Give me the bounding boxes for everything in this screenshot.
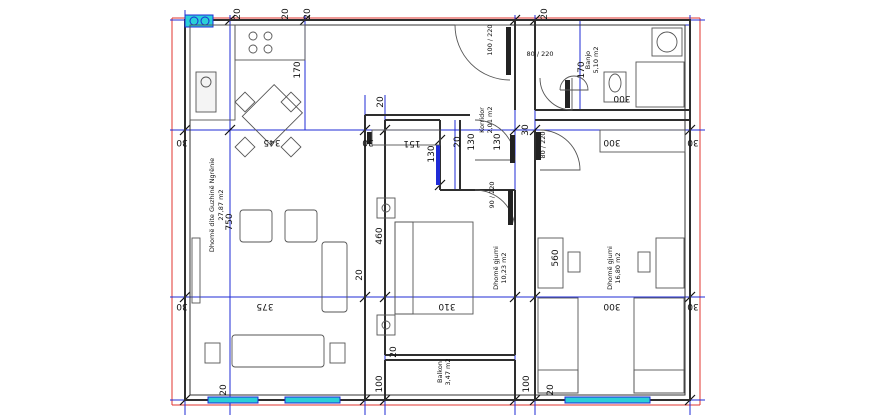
dim-20c: 20 bbox=[303, 8, 313, 20]
dim-30b: 30 bbox=[362, 137, 374, 147]
dim-345: 345 bbox=[263, 137, 280, 147]
balcony-name: Balkon bbox=[436, 361, 444, 383]
windows bbox=[184, 14, 651, 404]
bed1-area: 10,23 m2 bbox=[500, 252, 508, 283]
dim-30d: 30 bbox=[687, 137, 699, 147]
door-90-220: 90 / 220 bbox=[488, 182, 496, 209]
corridor-area: 2,01 m2 bbox=[486, 106, 494, 133]
door-100-220: 100 / 220 bbox=[486, 24, 494, 55]
doors bbox=[367, 24, 581, 231]
bedroom-2-furniture bbox=[537, 129, 686, 394]
balcony-area: 3,47 m2 bbox=[444, 358, 452, 385]
door-80-220-bed2: 80 / 220 bbox=[539, 132, 547, 159]
dim-20i: 20 bbox=[219, 384, 229, 396]
dim-300b: 300 bbox=[603, 301, 620, 311]
dim-20d: 20 bbox=[540, 8, 550, 20]
dim-30f: 30 bbox=[687, 301, 699, 311]
dim-20a: 20 bbox=[233, 8, 243, 20]
dim-170a: 170 bbox=[293, 61, 303, 78]
dim-750: 750 bbox=[225, 213, 235, 230]
dim-130c: 130 bbox=[493, 133, 503, 150]
dimension-labels: 20 20 20 20 170 170 20 30 345 30 151 130… bbox=[176, 8, 699, 396]
bath-name: Banjo bbox=[584, 51, 592, 69]
dim-151: 151 bbox=[403, 138, 420, 148]
dim-20f: 20 bbox=[453, 136, 463, 148]
bed2-name: Dhomë gjumi bbox=[606, 246, 614, 290]
living-room-name: Dhomë dite Guzhinë Ngrënie bbox=[208, 158, 216, 252]
living-furniture bbox=[191, 209, 348, 368]
dim-30e: 30 bbox=[176, 301, 188, 311]
dim-30c: 30 bbox=[521, 124, 531, 136]
dim-130b: 130 bbox=[467, 133, 477, 150]
dim-20e: 20 bbox=[376, 96, 386, 108]
dim-20b: 20 bbox=[281, 8, 291, 20]
door-80-220-bath: 80 / 220 bbox=[527, 50, 554, 58]
kitchen bbox=[189, 24, 306, 121]
dim-375: 375 bbox=[256, 301, 273, 311]
dim-20j: 20 bbox=[546, 384, 556, 396]
bath-area: 5,10 m2 bbox=[592, 46, 600, 73]
dim-560: 560 bbox=[551, 249, 561, 266]
dim-20h: 20 bbox=[389, 346, 399, 358]
dim-300a: 300 bbox=[603, 137, 620, 147]
bed1-name: Dhomë gjumi bbox=[492, 246, 500, 290]
bedroom-1-furniture bbox=[371, 129, 474, 336]
red-guide-lines bbox=[171, 17, 701, 406]
dim-460: 460 bbox=[375, 227, 385, 244]
corridor-name: Korridor bbox=[478, 107, 486, 133]
dim-100a: 100 bbox=[375, 375, 385, 392]
dim-30a: 30 bbox=[176, 137, 188, 147]
living-room-area: 27,87 m2 bbox=[217, 189, 225, 220]
dim-20g: 20 bbox=[355, 269, 365, 281]
bed2-area: 16,80 m2 bbox=[614, 252, 622, 283]
dining-table bbox=[234, 83, 304, 158]
walls bbox=[184, 19, 691, 401]
bathroom-fixtures bbox=[559, 27, 685, 108]
dim-310: 310 bbox=[438, 301, 455, 311]
dim-130a: 130 bbox=[427, 145, 437, 162]
dim-300c: 300 bbox=[613, 93, 630, 103]
dim-100b: 100 bbox=[522, 375, 532, 392]
room-labels: Dhomë dite Guzhinë Ngrënie 27,87 m2 Banj… bbox=[208, 46, 622, 385]
dim-170b: 170 bbox=[577, 61, 587, 78]
